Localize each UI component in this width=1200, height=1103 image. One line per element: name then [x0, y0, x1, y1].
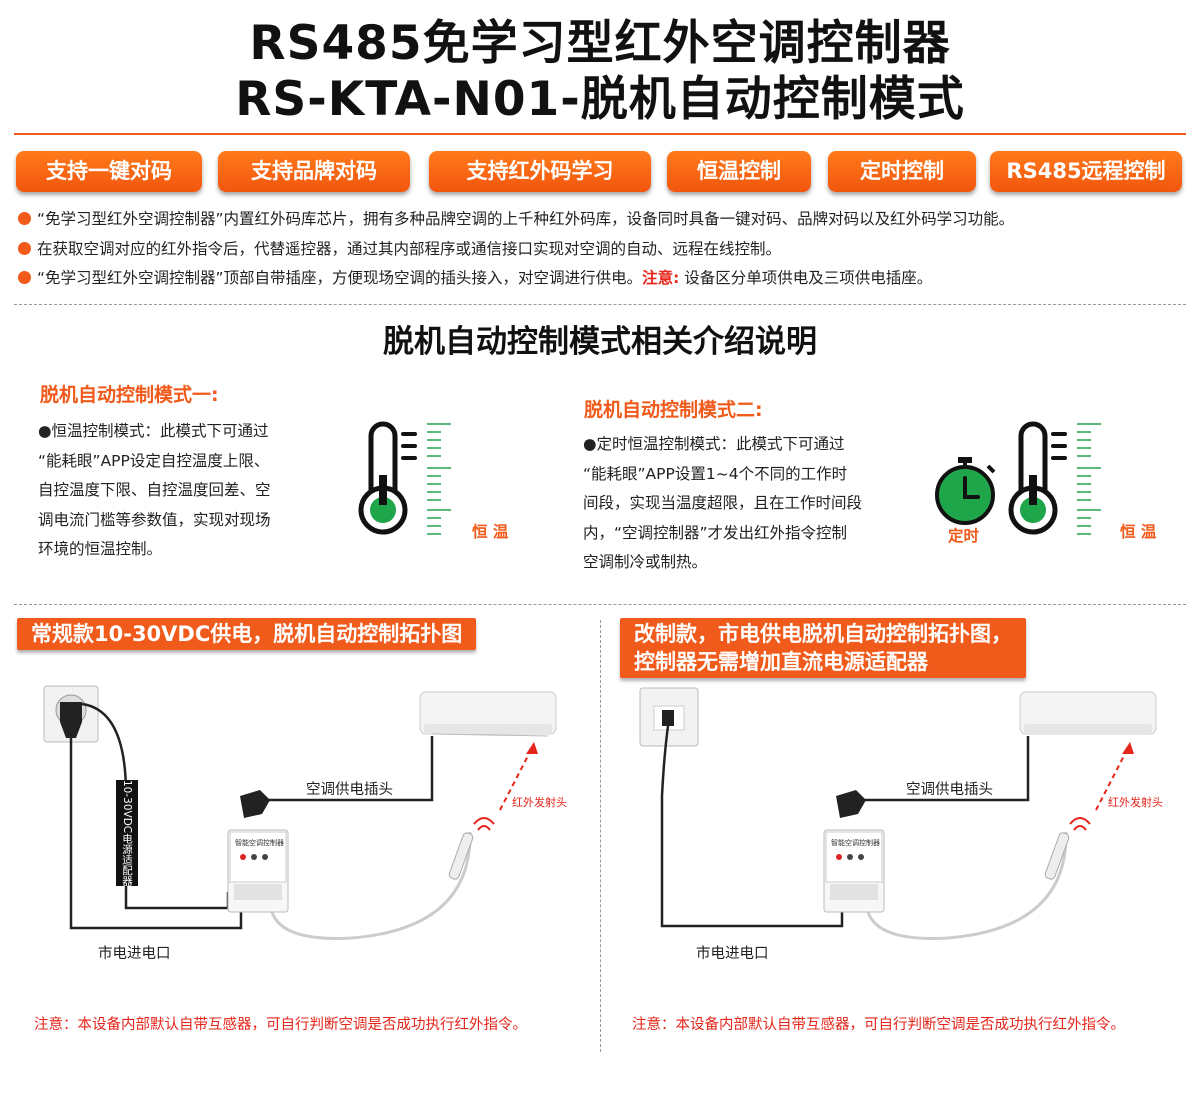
intro-line-3: “免学习型红外空调控制器”顶部自带插座，方便现场空调的插头接入，对空调进行供电。… — [18, 268, 932, 288]
intro-line-2: 在获取空调对应的红外指令后，代替遥控器，通过其内部程序或通信接口实现对空调的自动… — [18, 239, 781, 259]
intro-line-1: “免学习型红外空调控制器”内置红外码库芯片，拥有多种品牌空调的上千种红外码库，设… — [18, 209, 1014, 229]
ir-emitter-label: 红外发射头 — [1108, 796, 1163, 809]
section-title: 脱机自动控制模式相关介绍说明 — [383, 324, 817, 360]
ac-plug-label: 空调供电插头 — [306, 782, 393, 798]
topology-left-title: 常规款10-30VDC供电，脱机自动控制拓扑图 — [17, 618, 477, 650]
feature-one-key-pairing: 支持一键对码 — [16, 151, 202, 192]
page-title: RS485免学习型红外空调控制器 — [249, 16, 951, 71]
header-divider — [14, 133, 1186, 135]
column-divider — [600, 620, 601, 1052]
divider — [14, 604, 1186, 605]
bullet-dot — [18, 242, 31, 255]
left-note: 注意：本设备内部默认自带互感器，可自行判断空调是否成功执行红外指令。 — [34, 1017, 527, 1033]
mode2-heading: 脱机自动控制模式二: — [584, 399, 763, 421]
feature-timer: 定时控制 — [828, 151, 976, 192]
bullet-dot — [18, 271, 31, 284]
right-note: 注意：本设备内部默认自带互感器，可自行判断空调是否成功执行红外指令。 — [632, 1017, 1125, 1033]
thermostat-label: 恒 温 — [472, 523, 509, 541]
device-label: 智能空调控制器 — [235, 839, 284, 847]
feature-rs485-remote: RS485远程控制 — [990, 151, 1182, 192]
thermostat-label: 恒 温 — [1120, 523, 1157, 541]
mains-inlet-label: 市电进电口 — [696, 946, 769, 962]
topology-right-title: 改制款，市电供电脱机自动控制拓扑图， 控制器无需增加直流电源适配器 — [620, 618, 1026, 678]
timer-icon — [935, 457, 996, 525]
mode1-heading: 脱机自动控制模式一: — [40, 384, 219, 406]
feature-ir-learning: 支持红外码学习 — [429, 151, 651, 192]
mains-inlet-label: 市电进电口 — [98, 946, 171, 962]
topology-left-diagram — [43, 685, 557, 940]
ir-emitter-label: 红外发射头 — [512, 796, 567, 809]
mode1-description: ●恒温控制模式：此模式下可通过 “能耗眼”APP设定自控温度上限、 自控温度下限… — [38, 422, 271, 558]
ac-plug-label: 空调供电插头 — [906, 782, 993, 798]
topology-right-diagram — [639, 687, 1157, 940]
note-label: 注意: — [642, 269, 680, 287]
page-subtitle: RS-KTA-N01-脱机自动控制模式 — [235, 72, 965, 127]
bullet-dot — [18, 212, 31, 225]
device-label: 智能空调控制器 — [831, 839, 880, 847]
timer-label: 定时 — [948, 527, 980, 545]
feature-thermostat: 恒温控制 — [667, 151, 811, 192]
mode2-description: ●定时恒温控制模式：此模式下可通过 “能耗眼”APP设置1~4个不同的工作时 间… — [583, 435, 863, 571]
divider — [14, 304, 1186, 305]
feature-brand-pairing: 支持品牌对码 — [218, 151, 410, 192]
adapter-label: 10-30VDC电源适配器 — [116, 780, 138, 886]
thermometer-icon — [358, 421, 451, 535]
thermometer-icon — [1008, 421, 1101, 535]
